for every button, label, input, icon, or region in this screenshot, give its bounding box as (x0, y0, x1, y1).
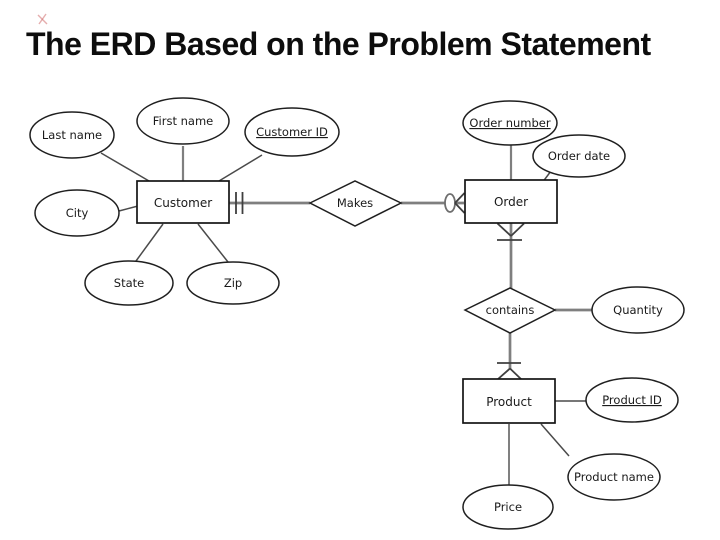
attribute-ellipse-last-name (29, 111, 115, 159)
attribute-ellipse-zip (186, 261, 280, 305)
entity-label-order: Order (494, 195, 528, 209)
red-artifact-mark (37, 13, 48, 25)
relationship-label-makes: Makes (337, 196, 373, 210)
attribute-label-first-name: First name (153, 114, 213, 128)
entity-rect-customer (136, 180, 230, 224)
slide-title: The ERD Based on the Problem Statement (26, 26, 651, 62)
attribute-ellipse-customer-id (244, 107, 340, 157)
attribute-shapes (29, 97, 685, 530)
entity-label-product: Product (486, 395, 532, 409)
attribute-ellipse-quantity (591, 286, 685, 334)
attribute-label-city: City (66, 206, 89, 220)
attribute-ellipse-order-date (532, 134, 626, 178)
entity-rect-order (464, 179, 558, 224)
attribute-label-price: Price (494, 500, 522, 514)
attribute-ellipse-order-number (462, 100, 558, 146)
entity-rect-product (462, 378, 556, 424)
cardinality-one-or-many-order-bottom (496, 222, 525, 241)
attribute-label-order-date: Order date (548, 149, 610, 163)
attribute-label-order-number: Order number (469, 116, 550, 130)
entity-shapes (136, 179, 558, 424)
relationship-diamond-makes (308, 180, 403, 227)
attribute-connectors (100, 145, 587, 486)
attribute-ellipse-product-name (567, 453, 661, 501)
diagram-labels: Last name First name Customer ID City St… (42, 114, 663, 514)
attribute-ellipse-state (84, 260, 174, 306)
attribute-ellipse-product-id (585, 377, 679, 423)
cardinality-one-and-only-one-customer (235, 192, 244, 214)
attribute-ellipse-price (462, 484, 554, 530)
relationship-connectors (229, 201, 592, 369)
cardinality-one-or-many-product-top (496, 362, 523, 381)
relationship-label-contains: contains (486, 303, 535, 317)
attribute-label-state: State (114, 276, 144, 290)
attribute-ellipse-city (34, 189, 120, 237)
attribute-label-product-name: Product name (574, 470, 654, 484)
attribute-ellipse-first-name (136, 97, 230, 145)
entity-label-customer: Customer (154, 196, 212, 210)
relationship-diamond-contains (463, 287, 557, 334)
attribute-label-last-name: Last name (42, 128, 102, 142)
attribute-label-product-id: Product ID (602, 393, 662, 407)
cardinality-zero-or-many-order (444, 192, 466, 214)
attribute-label-zip: Zip (224, 276, 242, 290)
attribute-label-quantity: Quantity (613, 303, 663, 317)
relationship-shapes (308, 180, 557, 334)
attribute-label-customer-id: Customer ID (256, 125, 328, 139)
